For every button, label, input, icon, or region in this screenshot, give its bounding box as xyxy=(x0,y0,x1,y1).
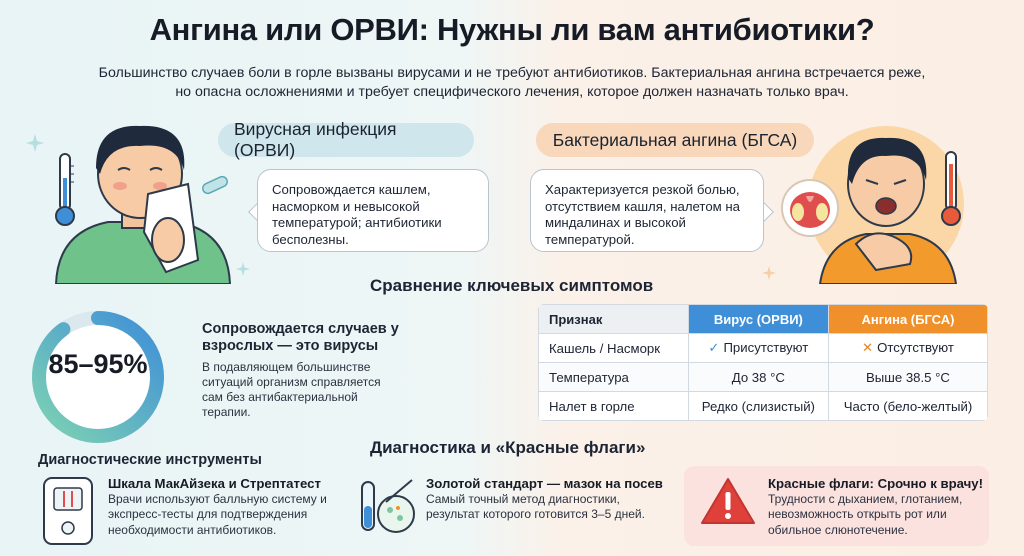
inflamed-throat-icon xyxy=(781,179,839,237)
diagnostics-heading: Диагностика и «Красные флаги» xyxy=(370,438,646,457)
pill-capsule-icon xyxy=(201,175,229,195)
virus-cell-text: Присутствуют xyxy=(723,340,809,355)
viral-description-bubble: Сопровождается кашлем, насморком и невыс… xyxy=(257,169,489,252)
stat-heading: Сопровождается случаев у взрослых — это … xyxy=(202,321,399,354)
virus-cell: До 38 °C xyxy=(687,362,829,392)
page-subtitle: Большинство случаев боли в горле вызваны… xyxy=(98,65,926,100)
viral-percentage-value: 85–95% xyxy=(48,349,148,379)
cross-icon: ✕ xyxy=(862,340,874,355)
bacterial-cell-text: Отсутствуют xyxy=(877,340,954,355)
comparison-heading: Сравнение ключевых симптомов xyxy=(370,276,654,295)
virus-cell: Редко (слизистый) xyxy=(687,391,829,421)
mcisaac-description: Врачи используют балльную систему и эксп… xyxy=(108,492,327,537)
table-row: Налет в горле Редко (слизистый) Часто (б… xyxy=(538,391,988,421)
table-row: Температура До 38 °C Выше 38.5 °C xyxy=(538,362,988,392)
check-icon: ✓ xyxy=(708,340,720,355)
thermometer-icon xyxy=(55,153,75,226)
header-sign: Признак xyxy=(538,304,689,334)
bacterial-cell: ✕Отсутствуют xyxy=(827,333,988,363)
red-flags-title: Красные флаги: Срочно к врачу! xyxy=(768,476,984,491)
red-flags-description: Трудности с дыханием, глотанием, невозмо… xyxy=(768,492,963,537)
header-virus: Вирус (ОРВИ) xyxy=(687,304,829,334)
bacterial-cell: Часто (бело-желтый) xyxy=(827,391,988,421)
table-row: Кашель / Насморк ✓Присутствуют ✕Отсутств… xyxy=(538,333,988,363)
row-label: Температура xyxy=(538,362,689,392)
bacterial-cell: Выше 38.5 °C xyxy=(827,362,988,392)
mcisaac-title: Шкала МакАйзека и Стрептатест xyxy=(108,476,321,491)
stat-description: В подавляющем большинстве ситуаций орган… xyxy=(202,360,381,419)
page-title: Ангина или ОРВИ: Нужны ли вам антибиотик… xyxy=(149,12,875,47)
tools-heading: Диагностические инструменты xyxy=(38,452,262,468)
bacterial-infection-label: Бактериальная ангина (БГСА) xyxy=(536,123,814,157)
swab-culture-icon xyxy=(361,479,415,533)
virus-cell: ✓Присутствуют xyxy=(687,333,829,363)
table-header-row: Признак Вирус (ОРВИ) Ангина (БГСА) xyxy=(538,304,988,334)
sick-man-tissue-illustration xyxy=(54,125,232,284)
bacterial-description-bubble: Характеризуется резкой болью, отсутствие… xyxy=(530,169,764,252)
rapid-test-icon xyxy=(43,477,93,545)
sparkle-icon xyxy=(26,134,44,152)
donut-arc xyxy=(32,311,164,443)
sparkle-icon xyxy=(236,262,250,276)
culture-title: Золотой стандарт — мазок на посев xyxy=(426,476,663,491)
symptom-comparison-table: Признак Вирус (ОРВИ) Ангина (БГСА) Кашел… xyxy=(538,304,988,421)
header-bacterial: Ангина (БГСА) xyxy=(827,304,988,334)
sore-throat-man-illustration xyxy=(808,126,964,284)
sparkle-icon xyxy=(762,266,776,280)
viral-infection-label: Вирусная инфекция (ОРВИ) xyxy=(218,119,474,160)
thermometer-hot-icon xyxy=(941,151,961,226)
warning-icon xyxy=(701,478,755,524)
row-label: Налет в горле xyxy=(538,391,689,421)
culture-description: Самый точный метод диагностики, результа… xyxy=(426,492,645,522)
row-label: Кашель / Насморк xyxy=(538,333,689,363)
viral-percentage-donut xyxy=(32,311,164,443)
